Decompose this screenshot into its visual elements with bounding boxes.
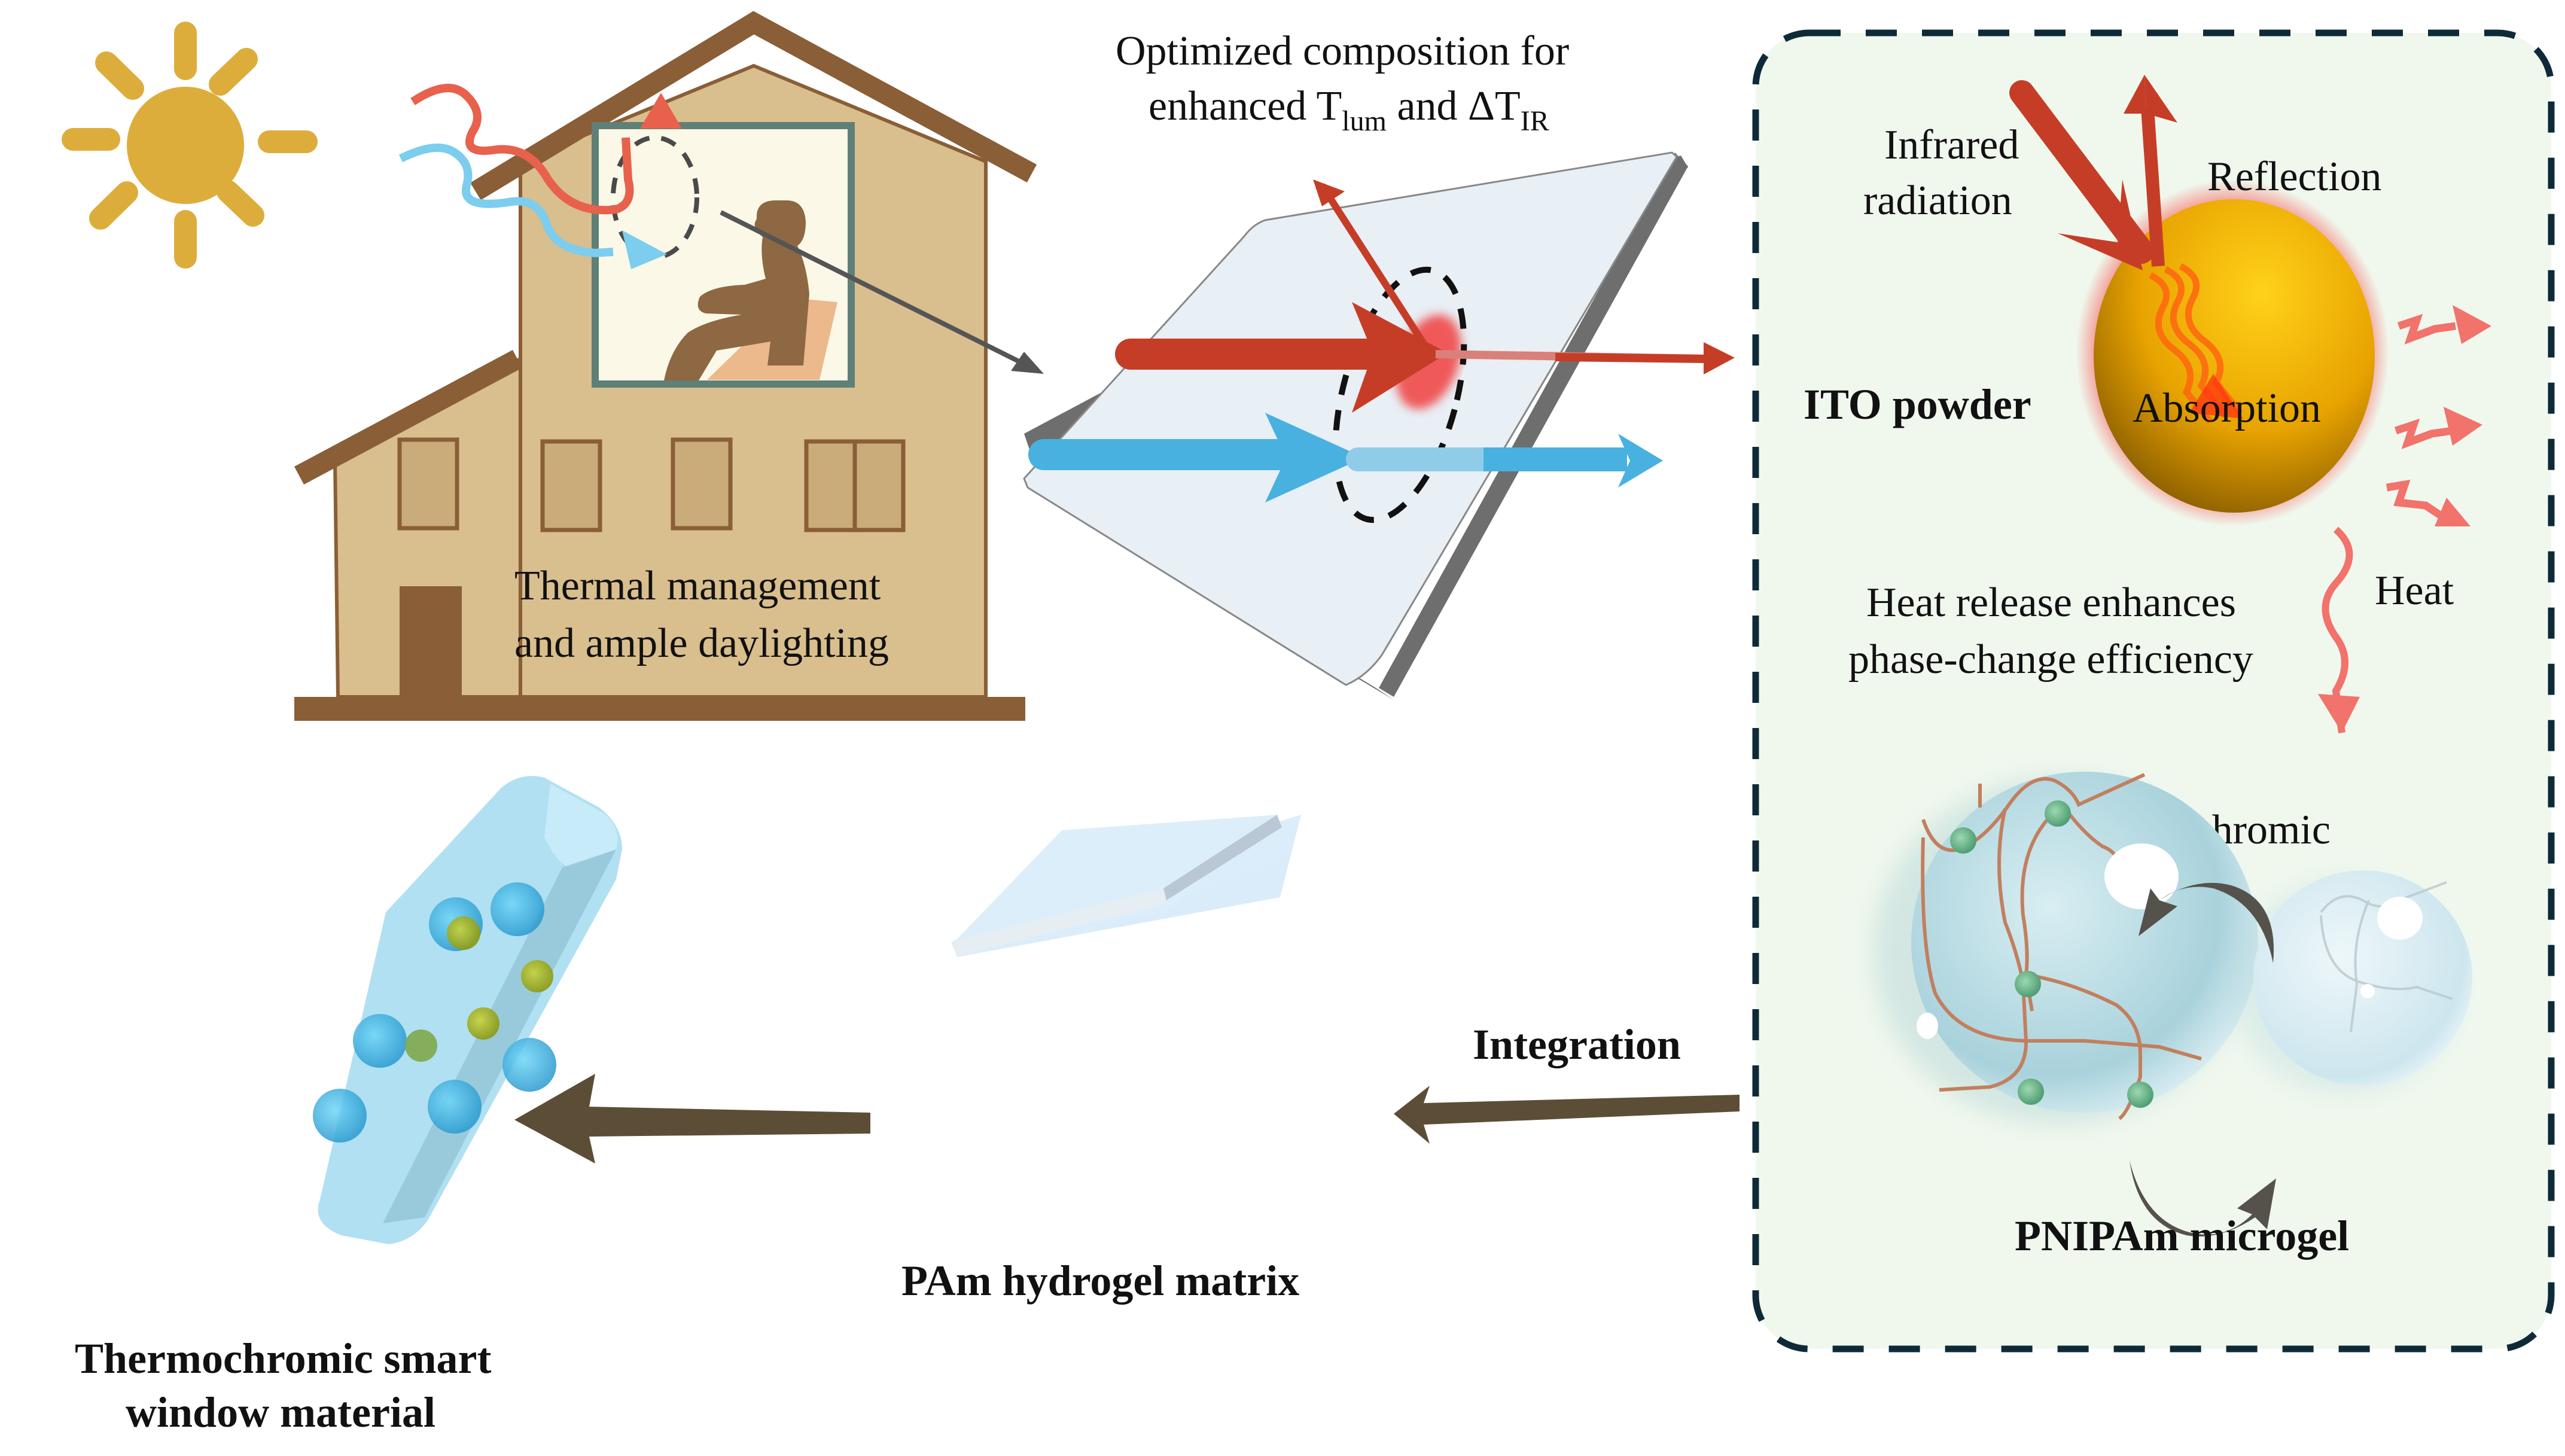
infrared-label-line2: radiation xyxy=(1863,178,2012,224)
integration-label: Integration xyxy=(1473,1021,1681,1068)
focus-ring xyxy=(611,135,699,260)
house-caption-line1: Thermal management xyxy=(514,563,881,609)
pnipam-label: PNIPAm microgel xyxy=(2015,1212,2349,1260)
caption-mid: and ΔT xyxy=(1387,83,1521,129)
integration-arrow: Integration xyxy=(1394,1021,1740,1144)
heat-arrows xyxy=(2386,313,2456,521)
ito-particle-section: Infrared radiation Reflection Absorption… xyxy=(1804,75,2491,733)
glass-pane-illustration: Optimized composition for enhanced Tlum … xyxy=(1023,28,1735,700)
smart-window-block: Thermochromic smart window material xyxy=(75,776,622,1436)
reversible-arrows-icon xyxy=(2130,882,2276,1236)
visible-beam-arrow xyxy=(1028,413,1663,502)
person-icon xyxy=(664,200,837,380)
zoom-pointer-arrow xyxy=(720,210,1044,374)
shrunk-microgel xyxy=(2253,870,2472,1086)
caption-subscript-lum: lum xyxy=(1342,105,1387,137)
ito-particle-small xyxy=(467,1007,499,1040)
microgel-particle xyxy=(353,1014,407,1068)
hydrogel-label: PAm hydrogel matrix xyxy=(901,1257,1299,1305)
microgel-particle xyxy=(313,1089,367,1143)
ito-particle-small xyxy=(521,960,553,992)
microgel-particles xyxy=(313,882,556,1143)
infrared-wave-icon xyxy=(410,84,682,215)
ito-powder-label: ITO powder xyxy=(1804,380,2031,428)
microgel-particle xyxy=(447,916,480,950)
ito-particle xyxy=(2094,199,2375,513)
heat-arrow-icon xyxy=(2394,418,2453,449)
reflection-label: Reflection xyxy=(2207,154,2382,200)
glass-caption-line2: enhanced Tlum and ΔTIR xyxy=(1149,83,1549,137)
house-illustration: Thermal management and ample daylighting xyxy=(294,11,1044,721)
heat-arrow-icon xyxy=(2397,313,2456,345)
heat-release-wave xyxy=(2322,526,2353,733)
infrared-label-line1: Infrared xyxy=(1884,122,2019,168)
house-caption-line2: and ample daylighting xyxy=(514,620,889,666)
door xyxy=(400,586,462,700)
heat-arrow-icon xyxy=(2386,479,2446,521)
heat-release-line1: Heat release enhances xyxy=(1866,580,2236,626)
reflection-arrow xyxy=(2141,107,2165,267)
ito-particle-small xyxy=(405,1029,437,1062)
caption-subscript-ir: IR xyxy=(1521,105,1549,137)
microgel-particle xyxy=(491,882,544,936)
process-arrow xyxy=(514,1074,870,1163)
product-label-line1: Thermochromic smart xyxy=(75,1335,492,1382)
absorption-wave-icon xyxy=(2149,263,2243,424)
sun-icon xyxy=(62,22,318,269)
visible-light-wave-icon xyxy=(398,144,667,269)
heat-label: Heat xyxy=(2375,568,2454,614)
window xyxy=(397,437,459,531)
product-label-line2: window material xyxy=(126,1388,435,1436)
glass-caption-line1: Optimized composition for xyxy=(1116,28,1569,74)
swollen-microgel xyxy=(1911,772,2258,1113)
window xyxy=(540,439,602,532)
caption-prefix: enhanced T xyxy=(1149,83,1342,129)
microgel-particle xyxy=(428,1080,482,1134)
microgel-section: Thermochromic xyxy=(1872,772,2472,1260)
heat-release-line2: phase-change efficiency xyxy=(1848,636,2253,683)
microgel-particle xyxy=(502,1038,556,1092)
hydrogel-slab: PAm hydrogel matrix xyxy=(901,815,1301,1305)
window xyxy=(671,437,733,531)
absorption-label: Absorption xyxy=(2133,385,2321,431)
infrared-beam-arrow xyxy=(1115,179,1735,413)
